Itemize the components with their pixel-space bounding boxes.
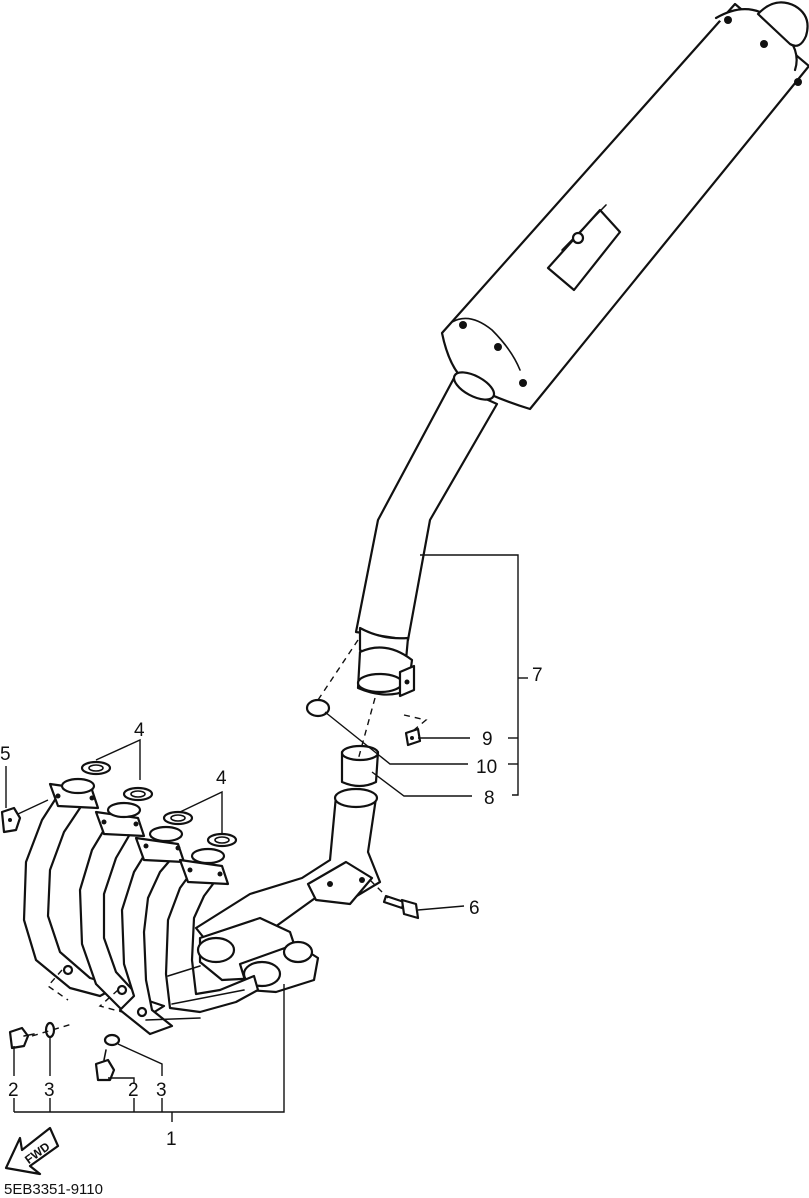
washer-3-left[interactable] xyxy=(44,1021,56,1039)
callout-9: 9 xyxy=(482,729,493,750)
callout-3-right: 3 xyxy=(156,1080,167,1101)
washer-3-right[interactable] xyxy=(103,1033,121,1047)
gasket-10[interactable] xyxy=(305,698,331,718)
bolt-9[interactable] xyxy=(404,727,422,747)
gasket-4[interactable] xyxy=(80,760,238,848)
callout-4-right: 4 xyxy=(216,768,227,789)
callout-labels: 1 2 3 2 3 4 4 5 6 7 8 9 10 xyxy=(0,665,543,1150)
callout-2-left: 2 xyxy=(8,1080,19,1101)
diagram-code: 5EB3351-9110 xyxy=(4,1181,103,1198)
fwd-arrow-icon: FWD xyxy=(4,1126,60,1176)
exhaust-clamp[interactable] xyxy=(356,646,416,698)
callout-7: 7 xyxy=(532,665,543,686)
bolt-2-right[interactable] xyxy=(94,1049,116,1082)
callout-1: 1 xyxy=(166,1129,177,1150)
callout-10: 10 xyxy=(476,757,497,778)
callout-5: 5 xyxy=(0,744,11,765)
bolt-2-left[interactable] xyxy=(8,1026,35,1050)
nut-5[interactable] xyxy=(0,806,22,834)
callout-2-right: 2 xyxy=(128,1080,139,1101)
muffler[interactable] xyxy=(354,1,809,662)
callout-4-left: 4 xyxy=(134,720,145,741)
bolt-6[interactable] xyxy=(382,894,420,920)
callout-8: 8 xyxy=(484,788,495,809)
exhaust-header[interactable] xyxy=(22,777,382,1036)
callout-3-left: 3 xyxy=(44,1080,55,1101)
callout-6: 6 xyxy=(469,898,480,919)
leader-lines xyxy=(5,554,528,1122)
